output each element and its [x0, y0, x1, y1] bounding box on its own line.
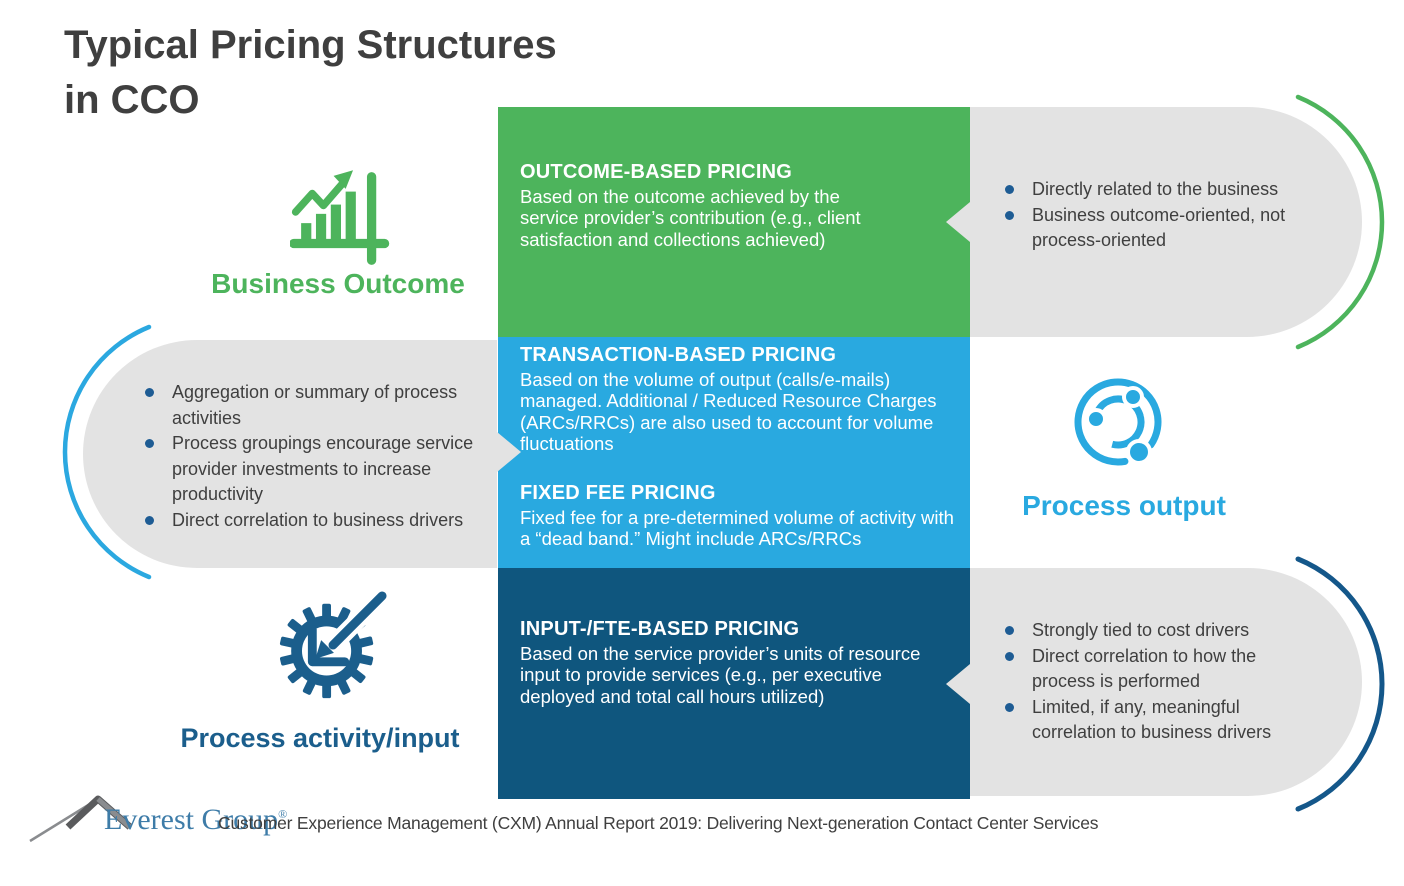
transaction-pricing-body: Based on the volume of output (calls/e-m… [520, 369, 937, 455]
everest-group-logo: Everest Group® [104, 803, 288, 836]
list-item: Process groupings encourage service prov… [145, 431, 497, 508]
list-item: Strongly tied to cost drivers [1005, 618, 1362, 644]
bullet-dot-icon [1005, 651, 1014, 661]
process-output-label: Process output [1022, 490, 1226, 521]
page-title: Typical Pricing Structures in CCO [64, 18, 557, 128]
transaction-characteristics-panel: Aggregation or summary of process activi… [83, 340, 521, 568]
bullet-dot-icon [1005, 185, 1014, 194]
band-input-fte-based: INPUT-/FTE-BASED PRICING Based on the se… [498, 568, 970, 799]
band-transaction-based: TRANSACTION-BASED PRICING Based on the v… [498, 337, 970, 568]
fixed-fee-pricing-body: Fixed fee for a pre-determined volume of… [520, 506, 954, 550]
outcome-pricing-heading: OUTCOME-BASED PRICING [520, 161, 792, 183]
list-item: Direct correlation to how the process is… [1005, 644, 1362, 695]
page-title-line2: in CCO [64, 78, 200, 123]
fixed-fee-pricing-heading: FIXED FEE PRICING [520, 481, 716, 504]
bullet-dot-icon [1005, 210, 1014, 220]
outcome-pricing-body: Based on the outcome achieved by the ser… [520, 186, 861, 250]
bullet-dot-icon [1005, 702, 1014, 712]
list-item: Business outcome-oriented, not process-o… [1005, 203, 1362, 254]
notch-left-icon [946, 202, 970, 242]
growth-chart-icon [289, 158, 392, 271]
input-pricing-body: Based on the service provider’s units of… [520, 643, 921, 707]
outcome-benefits-panel: Directly related to the business Busines… [946, 107, 1362, 337]
process-activity-input-label: Process activity/input [180, 723, 460, 753]
page-title-line1: Typical Pricing Structures [64, 23, 557, 67]
band-outcome-based: OUTCOME-BASED PRICING Based on the outco… [498, 107, 970, 337]
outcome-benefits-list: Directly related to the business Busines… [970, 107, 1362, 254]
notch-left-icon [946, 664, 970, 704]
bullet-dot-icon [145, 515, 154, 525]
registered-mark: ® [278, 807, 288, 821]
list-item: Direct correlation to business drivers [145, 508, 497, 534]
input-characteristics-list: Strongly tied to cost drivers Direct cor… [970, 568, 1362, 746]
everest-group-mountain-icon [28, 792, 148, 849]
footer-caption: Customer Experience Management (CXM) Ann… [218, 813, 1099, 833]
gear-arrow-icon [272, 589, 390, 713]
list-item: Directly related to the business [1005, 177, 1362, 203]
list-item: Limited, if any, meaningful correlation … [1005, 695, 1362, 746]
notch-right-icon [497, 432, 521, 472]
transaction-pricing-heading: TRANSACTION-BASED PRICING [520, 344, 837, 366]
process-cycle-icon [1068, 372, 1168, 477]
list-item: Aggregation or summary of process activi… [145, 380, 497, 431]
transaction-characteristics-list: Aggregation or summary of process activi… [83, 340, 497, 533]
business-outcome-label: Business Outcome [211, 268, 465, 299]
bullet-dot-icon [1005, 626, 1014, 635]
bullet-dot-icon [145, 388, 154, 397]
bullet-dot-icon [145, 439, 154, 449]
input-pricing-heading: INPUT-/FTE-BASED PRICING [520, 618, 800, 640]
input-characteristics-panel: Strongly tied to cost drivers Direct cor… [946, 568, 1362, 796]
